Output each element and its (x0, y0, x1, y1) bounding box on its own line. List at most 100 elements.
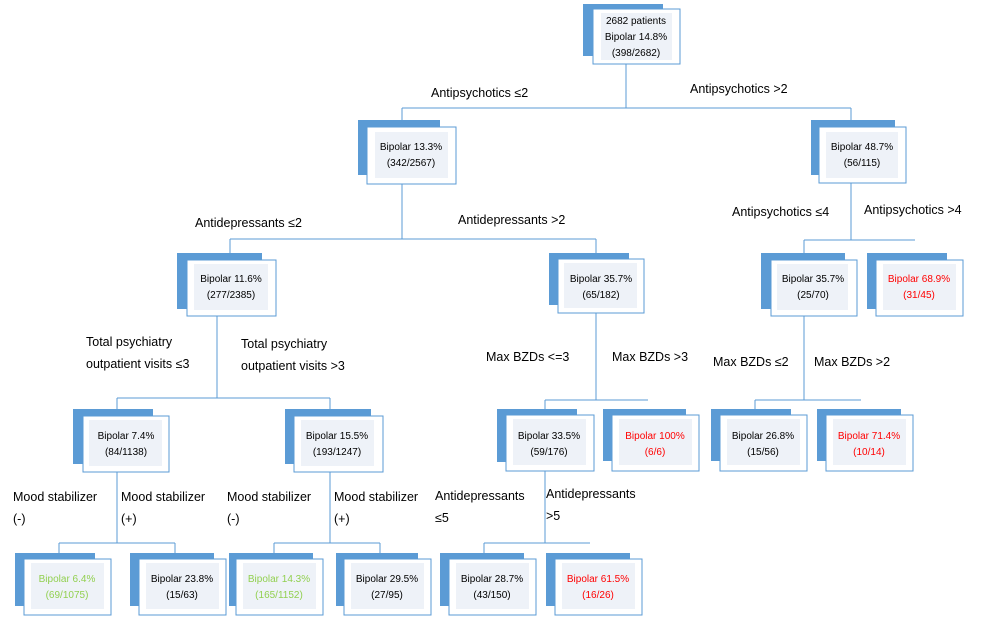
node-ms-neg-a-rate: Bipolar 6.4% (39, 574, 96, 585)
branch-label-antidepressants-le2: Antidepressants ≤2 (195, 216, 302, 230)
branch-label-antidepressants-gt5: Antidepressants >5 (546, 483, 636, 527)
node-ap-le4: Bipolar 35.7% (25/70) (761, 253, 858, 317)
node-ap-gt4-count: (31/45) (903, 290, 935, 301)
branch-label-mood-stabilizer-pos-a-line2: (+) (121, 512, 137, 526)
node-visits-le3-rate: Bipolar 7.4% (98, 431, 155, 442)
node-ms-pos-b-count: (27/95) (371, 590, 403, 601)
node-ap-gt2-count: (56/115) (844, 158, 881, 169)
node-ap-le4-count: (25/70) (797, 290, 829, 301)
node-ms-pos-a: Bipolar 23.8% (15/63) (130, 553, 227, 616)
branch-label-bzd-le3: Max BZDs <=3 (486, 350, 570, 364)
connector-ap-le4 (754, 316, 861, 409)
node-ad-gt5-count: (16/26) (582, 590, 614, 601)
tree-connectors (58, 64, 915, 553)
node-bzd-le3: Bipolar 33.5% (59/176) (497, 409, 595, 472)
node-ap-gt2-rate: Bipolar 48.7% (831, 142, 893, 153)
node-ms-neg-b: Bipolar 14.3% (165/1152) (229, 553, 324, 616)
branch-label-antipsychotics-le2: Antipsychotics ≤2 (431, 86, 529, 100)
connector-ad-le2 (116, 316, 331, 409)
branch-label-antidepressants-gt5-line1: Antidepressants (546, 487, 636, 501)
node-bzd-gt3-count: (6/6) (645, 447, 666, 458)
node-ad-gt2: Bipolar 35.7% (65/182) (549, 253, 645, 314)
connector-root (401, 64, 852, 120)
node-bzd-gt3-rate: Bipolar 100% (625, 431, 685, 442)
branch-label-visits-gt3-line2: outpatient visits >3 (241, 359, 345, 373)
node-ad-gt2-count: (65/182) (582, 290, 619, 301)
node-ad-gt5: Bipolar 61.5% (16/26) (546, 553, 643, 616)
node-ad-le2-rate: Bipolar 11.6% (200, 274, 262, 285)
node-root-rate: Bipolar 14.8% (605, 32, 667, 43)
branch-label-antipsychotics-gt4: Antipsychotics >4 (864, 203, 962, 217)
node-root-title: 2682 patients (606, 16, 666, 27)
node-visits-gt3-count: (193/1247) (313, 447, 361, 458)
node-ap-le2: Bipolar 13.3% (342/2567) (358, 120, 457, 185)
node-bzd-gt3: Bipolar 100% (6/6) (603, 409, 700, 472)
node-ms-pos-a-count: (15/63) (166, 590, 198, 601)
node-ad-le2: Bipolar 11.6% (277/2385) (177, 253, 277, 317)
branch-label-mood-stabilizer-neg-b-line2: (-) (227, 512, 240, 526)
node-ap-le2-count: (342/2567) (387, 158, 435, 169)
node-root-count: (398/2682) (612, 48, 660, 59)
branch-label-mood-stabilizer-neg-a: Mood stabilizer (-) (13, 486, 97, 530)
node-ms-pos-a-rate: Bipolar 23.8% (151, 574, 213, 585)
branch-label-antidepressants-le5-line2: ≤5 (435, 511, 449, 525)
node-ad-le2-count: (277/2385) (207, 290, 255, 301)
node-ms-neg-b-count: (165/1152) (255, 590, 303, 601)
branch-label-bzd-le2: Max BZDs ≤2 (713, 355, 789, 369)
branch-label-visits-le3-line2: outpatient visits ≤3 (86, 357, 190, 371)
branch-label-bzd-gt3: Max BZDs >3 (612, 350, 689, 364)
node-ms-neg-a-count: (69/1075) (46, 590, 89, 601)
connector-bzd-le3 (483, 471, 590, 553)
node-ap-le4-rate: Bipolar 35.7% (782, 274, 844, 285)
connector-visits-gt3 (273, 472, 381, 553)
branch-label-mood-stabilizer-neg-b: Mood stabilizer (-) (227, 486, 311, 530)
branch-label-mood-stabilizer-neg-a-line2: (-) (13, 512, 26, 526)
branch-label-antidepressants-gt5-line2: >5 (546, 509, 561, 523)
branch-label-antidepressants-le5: Antidepressants ≤5 (435, 485, 525, 529)
node-ms-pos-b: Bipolar 29.5% (27/95) (336, 553, 432, 616)
branch-label-mood-stabilizer-pos-b-line2: (+) (334, 512, 350, 526)
node-bzd-le2: Bipolar 26.8% (15/56) (711, 409, 808, 472)
branch-label-visits-gt3-line1: Total psychiatry (241, 337, 328, 351)
node-bzd-gt2-rate: Bipolar 71.4% (838, 431, 900, 442)
node-ms-neg-b-rate: Bipolar 14.3% (248, 574, 310, 585)
branch-label-antipsychotics-le4: Antipsychotics ≤4 (732, 205, 830, 219)
node-bzd-le3-count: (59/176) (530, 447, 567, 458)
branch-label-mood-stabilizer-pos-a-line1: Mood stabilizer (121, 490, 206, 504)
node-ap-gt4-rate: Bipolar 68.9% (888, 274, 950, 285)
node-ad-le5: Bipolar 28.7% (43/150) (440, 553, 537, 616)
node-ms-pos-b-rate: Bipolar 29.5% (356, 574, 418, 585)
node-ap-gt2: Bipolar 48.7% (56/115) (811, 120, 907, 184)
node-bzd-le3-rate: Bipolar 33.5% (518, 431, 580, 442)
node-visits-le3: Bipolar 7.4% (84/1138) (73, 409, 170, 473)
branch-label-antidepressants-gt2: Antidepressants >2 (458, 213, 566, 227)
node-visits-gt3-rate: Bipolar 15.5% (306, 431, 368, 442)
node-bzd-le2-count: (15/56) (747, 447, 779, 458)
branch-label-visits-le3-line1: Total psychiatry (86, 335, 173, 349)
branch-label-antipsychotics-gt2: Antipsychotics >2 (690, 82, 788, 96)
node-visits-gt3: Bipolar 15.5% (193/1247) (285, 409, 384, 473)
node-ad-le5-count: (43/150) (473, 590, 510, 601)
branch-label-antidepressants-le5-line1: Antidepressants (435, 489, 525, 503)
branch-label-mood-stabilizer-neg-a-line1: Mood stabilizer (13, 490, 98, 504)
connector-visits-le3 (58, 472, 176, 553)
node-bzd-gt2: Bipolar 71.4% (10/14) (817, 409, 914, 472)
connector-ad-gt2 (544, 313, 648, 409)
branch-label-visits-gt3: Total psychiatry outpatient visits >3 (241, 333, 345, 377)
node-ms-neg-a: Bipolar 6.4% (69/1075) (15, 553, 112, 616)
node-ad-le5-rate: Bipolar 28.7% (461, 574, 523, 585)
connector-ap-gt2 (803, 183, 915, 253)
branch-label-visits-le3: Total psychiatry outpatient visits ≤3 (86, 331, 189, 375)
node-root: 2682 patients Bipolar 14.8% (398/2682) (583, 4, 681, 65)
branch-label-mood-stabilizer-pos-a: Mood stabilizer (+) (121, 486, 205, 530)
branch-label-bzd-gt2: Max BZDs >2 (814, 355, 891, 369)
node-ad-gt2-rate: Bipolar 35.7% (570, 274, 632, 285)
node-visits-le3-count: (84/1138) (105, 447, 147, 458)
node-bzd-le2-rate: Bipolar 26.8% (732, 431, 794, 442)
connector-ap-le2 (229, 184, 597, 253)
node-ap-le2-rate: Bipolar 13.3% (380, 142, 442, 153)
branch-label-mood-stabilizer-pos-b-line1: Mood stabilizer (334, 490, 419, 504)
node-bzd-gt2-count: (10/14) (853, 447, 885, 458)
node-ap-gt4: Bipolar 68.9% (31/45) (867, 253, 964, 317)
